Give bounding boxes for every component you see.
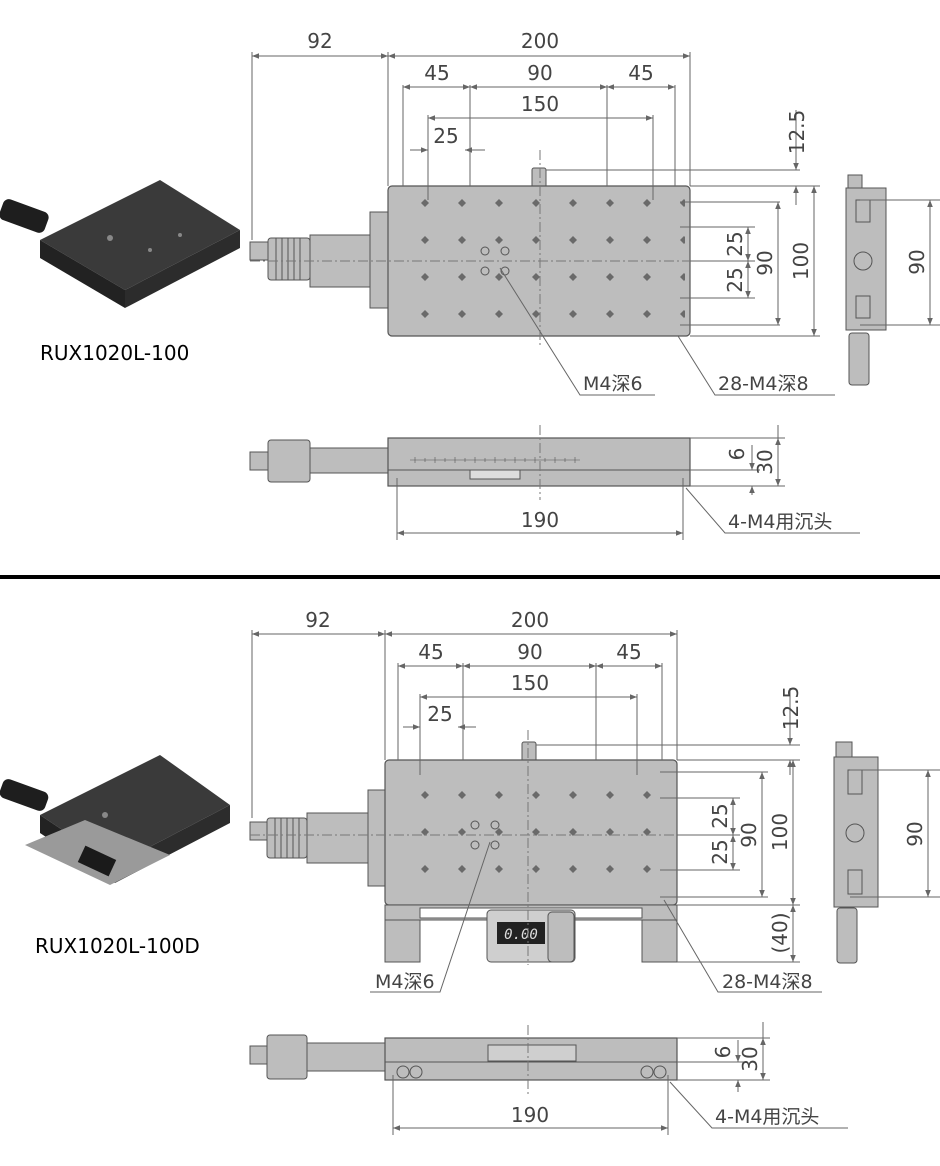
bottom-model-label: RUX1020L-100D <box>35 934 200 958</box>
bottom-product-photo <box>0 755 230 885</box>
section-divider <box>0 575 940 579</box>
top-side-view <box>845 174 887 386</box>
bottom-callout-mount-holes: 28-M4深8 <box>722 971 813 993</box>
bottom-dim-25: 25 <box>427 702 452 726</box>
top-dim-45a: 45 <box>424 61 449 85</box>
bottom-dim-45b: 45 <box>616 640 641 664</box>
bottom-dimension-lines <box>251 630 940 1135</box>
top-dim-v90: 90 <box>753 250 777 275</box>
bottom-dim-h30: 30 <box>738 1046 762 1071</box>
bottom-dim-45a: 45 <box>418 640 443 664</box>
bottom-front-view <box>249 1025 678 1095</box>
top-product-photo <box>0 180 240 308</box>
top-callout-counterbore: 4-M4用沉头 <box>728 511 832 533</box>
bottom-dim-92: 92 <box>305 608 330 632</box>
top-dim-v25b: 25 <box>723 267 747 292</box>
top-dimension-lines <box>251 52 940 540</box>
bottom-dim-190: 190 <box>511 1103 549 1127</box>
top-dim-150: 150 <box>521 92 559 116</box>
top-dim-v100: 100 <box>789 242 813 280</box>
bottom-side-view <box>833 741 879 964</box>
top-dim-25: 25 <box>433 124 458 148</box>
top-dim-45b: 45 <box>628 61 653 85</box>
bottom-plan-view: 0.00 <box>249 730 690 965</box>
bottom-dim-200: 200 <box>511 608 549 632</box>
top-dim-200: 200 <box>521 29 559 53</box>
top-dim-12-5: 12.5 <box>785 110 809 155</box>
bottom-dim-h6: 6 <box>711 1046 735 1059</box>
bottom-dim-side90: 90 <box>903 821 927 846</box>
bottom-dim-v90: 90 <box>737 822 761 847</box>
top-callout-center-tap: M4深6 <box>583 373 643 395</box>
top-dim-190: 190 <box>521 508 559 532</box>
bottom-callout-center-tap: M4深6 <box>375 971 435 993</box>
top-plan-view <box>249 150 700 345</box>
top-dim-h30: 30 <box>753 449 777 474</box>
top-dim-92: 92 <box>307 29 332 53</box>
bottom-dim-150: 150 <box>511 671 549 695</box>
digital-display-reading: 0.00 <box>504 927 538 943</box>
bottom-dim-v25b: 25 <box>708 839 732 864</box>
top-dim-v25a: 25 <box>723 231 747 256</box>
bottom-dim-90: 90 <box>517 640 542 664</box>
top-dim-h6: 6 <box>725 448 749 461</box>
top-callout-mount-holes: 28-M4深8 <box>718 373 809 395</box>
bottom-section: RUX1020L-100D 0. <box>0 608 940 1135</box>
bottom-dim-v40: (40) <box>768 912 792 953</box>
top-dim-90: 90 <box>527 61 552 85</box>
top-dim-side90: 90 <box>905 249 929 274</box>
top-model-label: RUX1020L-100 <box>40 341 189 365</box>
bottom-callout-counterbore: 4-M4用沉头 <box>715 1106 819 1128</box>
bottom-dim-v100: 100 <box>768 813 792 851</box>
top-front-view <box>249 425 691 500</box>
bottom-dim-v25a: 25 <box>708 803 732 828</box>
top-section: RUX1020L-100 <box>0 29 940 540</box>
bottom-dim-12-5: 12.5 <box>779 686 803 731</box>
